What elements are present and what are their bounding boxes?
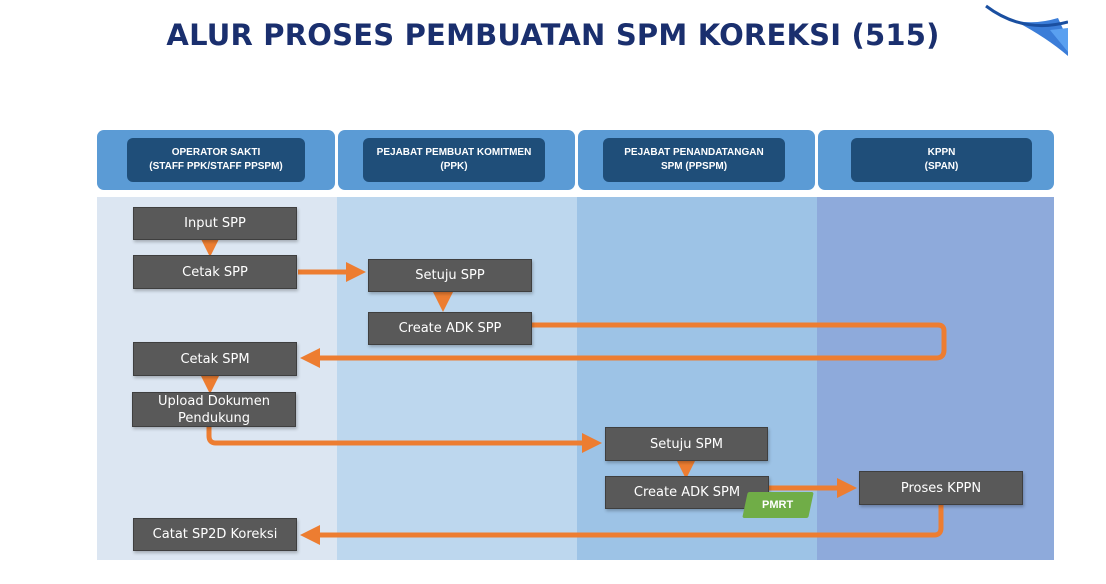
pmrt-badge: PMRT xyxy=(742,492,814,518)
corner-decoration xyxy=(985,4,1068,56)
lane-title-ppspm: PEJABAT PENANDATANGAN SPM (PPSPM) xyxy=(603,138,785,182)
step-upload-dokumen: Upload Dokumen Pendukung xyxy=(132,392,296,427)
lane-title-ppk: PEJABAT PEMBUAT KOMITMEN (PPK) xyxy=(363,138,545,182)
step-input-spp: Input SPP xyxy=(133,207,297,240)
step-catat-sp2d-koreksi: Catat SP2D Koreksi xyxy=(133,518,297,551)
lane-body-ppk xyxy=(337,197,577,560)
arrow-upload-to-setuju-spm xyxy=(206,426,602,453)
page-title: ALUR PROSES PEMBUATAN SPM KOREKSI (515) xyxy=(166,18,940,52)
lane-header-kppn: KPPN (SPAN) xyxy=(818,130,1054,190)
step-setuju-spm: Setuju SPM xyxy=(605,427,768,461)
step-cetak-spp: Cetak SPP xyxy=(133,255,297,289)
step-create-adk-spp: Create ADK SPP xyxy=(368,312,532,345)
step-proses-kppn: Proses KPPN xyxy=(859,471,1023,505)
arrow-create-adk-spp-to-cetak-spm xyxy=(300,322,947,368)
step-create-adk-spm: Create ADK SPM xyxy=(605,476,769,509)
step-setuju-spp: Setuju SPP xyxy=(368,259,532,292)
lane-header-ppk: PEJABAT PEMBUAT KOMITMEN (PPK) xyxy=(338,130,575,190)
arrow-proses-kppn-to-catat-sp2d xyxy=(300,505,944,545)
lane-header-operator: OPERATOR SAKTI (STAFF PPK/STAFF PPSPM) xyxy=(97,130,335,190)
lane-title-kppn: KPPN (SPAN) xyxy=(851,138,1032,182)
lane-title-operator: OPERATOR SAKTI (STAFF PPK/STAFF PPSPM) xyxy=(127,138,305,182)
step-cetak-spm: Cetak SPM xyxy=(133,342,297,376)
lane-header-ppspm: PEJABAT PENANDATANGAN SPM (PPSPM) xyxy=(578,130,815,190)
